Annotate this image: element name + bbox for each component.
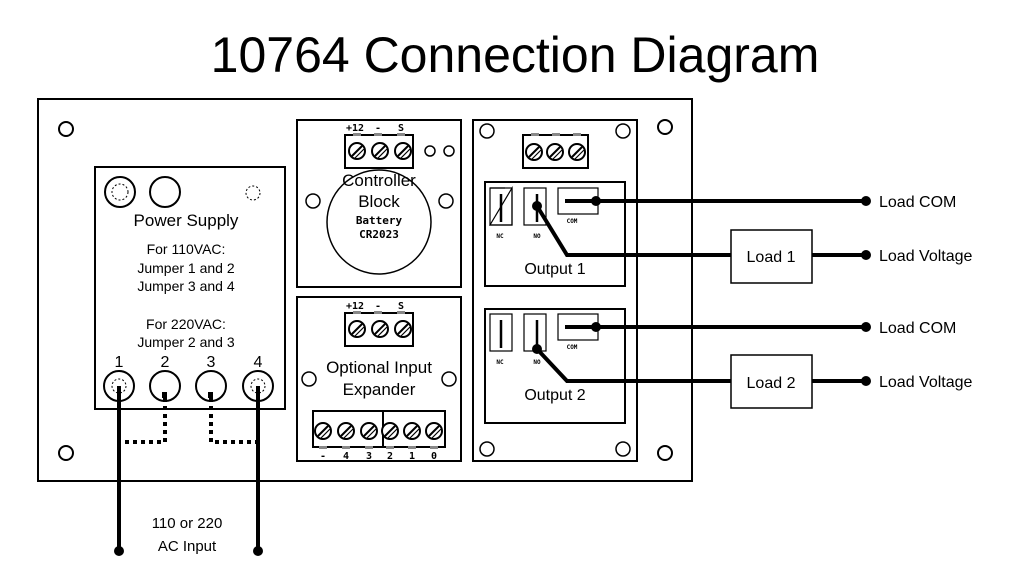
terminal-label-1: 1 — [115, 354, 124, 371]
exp-term-label-s: S — [398, 301, 404, 312]
battery — [326, 169, 432, 275]
load-1-com-label: Load COM — [879, 194, 956, 211]
exp-in-label: 3 — [366, 451, 372, 462]
exp-in-label: 4 — [343, 451, 349, 462]
expander-label-line1: Optional Input — [326, 358, 432, 377]
load-com-endpoint — [861, 196, 871, 206]
terminal-label-4: 4 — [254, 354, 263, 371]
load-voltage-endpoint — [861, 250, 871, 260]
power-supply-module: Power Supply For 110VAC: Jumper 1 and 2 … — [94, 166, 286, 410]
jumper-1-2 — [119, 398, 167, 444]
expander-module: +12 - S Optional Input Expander - 4 3 2 … — [296, 296, 462, 462]
power-supply-label: Power Supply — [134, 211, 239, 230]
ac-endpoint — [253, 546, 263, 556]
diagram-title: 10764 Connection Diagram — [211, 27, 820, 83]
load-2-com-label: Load COM — [879, 320, 956, 337]
ps-terminal-2 — [149, 370, 181, 402]
mounting-hole — [657, 445, 673, 461]
ctrl-term-label-s: S — [398, 123, 404, 134]
exp-term-label-12: +12 — [346, 301, 364, 312]
com-contact-label: COM — [567, 218, 578, 225]
circuit-board — [37, 98, 693, 482]
expander-label-line2: Expander — [343, 380, 416, 399]
ctrl-term-label-12: +12 — [346, 123, 364, 134]
wire-output1-no — [535, 204, 731, 257]
battery-label: Battery — [356, 214, 403, 227]
load-2-label: Load 2 — [747, 375, 796, 392]
load-com-endpoint — [861, 322, 871, 332]
controller-label-line2: Block — [358, 192, 400, 211]
output-2-label: Output 2 — [524, 387, 585, 404]
no-contact-label: NO — [533, 359, 541, 366]
controller-module: +12 - S Controller Block Battery CR2023 — [296, 119, 462, 288]
note-220-heading: For 220VAC: — [146, 316, 226, 332]
exp-in-label: 2 — [387, 451, 393, 462]
note-110-heading: For 110VAC: — [147, 241, 226, 257]
mounting-hole — [657, 119, 673, 135]
load-2-voltage-label: Load Voltage — [879, 374, 973, 391]
ac-input-label-line2: AC Input — [158, 538, 217, 555]
ac-input-label-line1: 110 or 220 — [152, 515, 223, 532]
exp-in-label: 0 — [431, 451, 437, 462]
nc-contact-label: NC — [496, 359, 504, 366]
nc-contact-label: NC — [496, 233, 504, 240]
load-1-voltage-label: Load Voltage — [879, 248, 973, 265]
note-110-line1: Jumper 1 and 2 — [137, 260, 234, 276]
exp-in-label: 1 — [409, 451, 415, 462]
no-contact-label: NO — [533, 233, 541, 240]
ps-terminal-3 — [195, 370, 227, 402]
wire-output2-no — [535, 347, 731, 383]
jumper-3-4 — [209, 398, 258, 444]
note-110-line2: Jumper 3 and 4 — [137, 278, 234, 294]
load-voltage-endpoint — [861, 376, 871, 386]
mounting-hole — [58, 445, 74, 461]
output-1-label: Output 1 — [524, 261, 585, 278]
ac-endpoint — [114, 546, 124, 556]
terminal-label-3: 3 — [207, 354, 216, 371]
terminal-label-2: 2 — [161, 354, 170, 371]
battery-model: CR2023 — [359, 228, 399, 241]
mounting-hole — [58, 121, 74, 137]
ctrl-term-label-minus: - — [375, 123, 381, 134]
controller-label-line1: Controller — [342, 171, 416, 190]
exp-in-label: - — [320, 451, 326, 462]
output-2-relay: NC NO COM Output 2 — [484, 308, 626, 424]
output-module — [472, 119, 638, 462]
load-1-label: Load 1 — [747, 249, 796, 266]
note-220-line1: Jumper 2 and 3 — [137, 334, 234, 350]
exp-term-label-minus: - — [375, 301, 381, 312]
com-contact-label: COM — [567, 344, 578, 351]
